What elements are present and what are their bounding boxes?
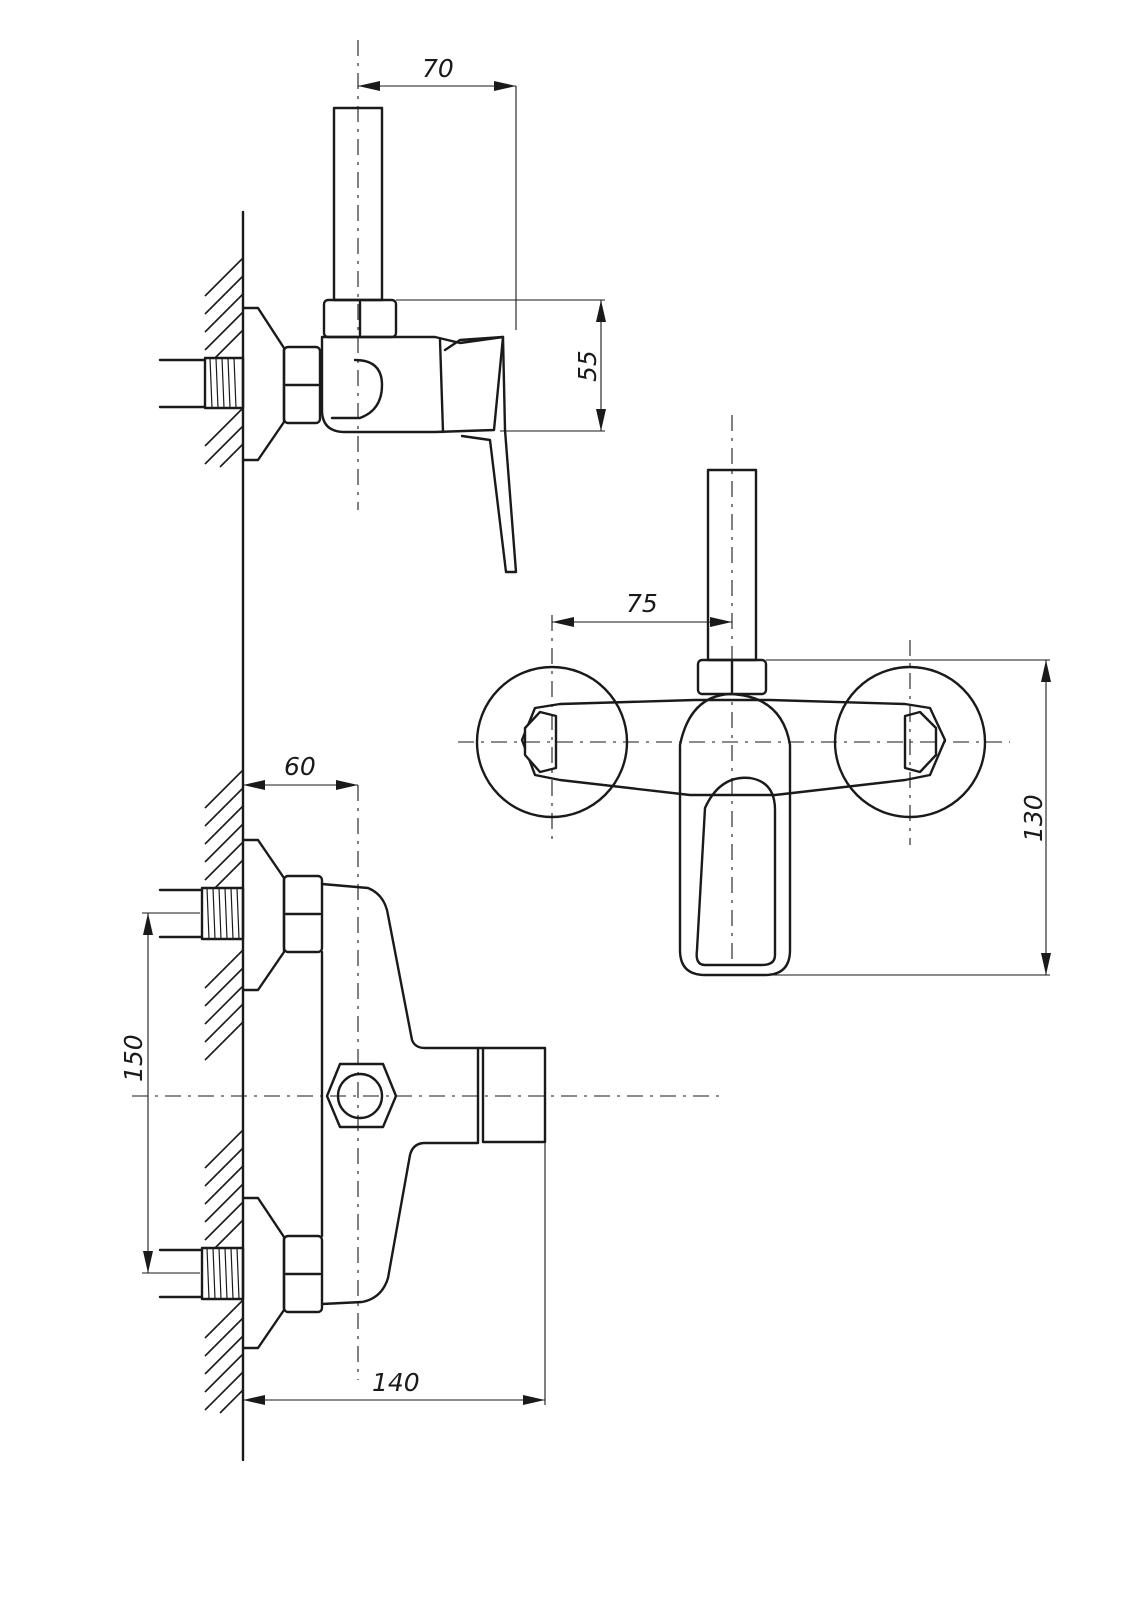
side-inlet-pipe	[158, 356, 245, 410]
side-upper-nut	[322, 298, 398, 339]
side-escutcheon	[241, 306, 286, 462]
front-shower-pipe	[706, 468, 758, 662]
dim-side-height: 55	[396, 299, 606, 432]
dim-bottom-depth-label: 60	[284, 752, 316, 781]
dim-side-spout-offset: 70	[358, 54, 517, 330]
wall-hatching-top	[204, 257, 244, 468]
dim-bottom-depth: 60	[243, 752, 358, 790]
dim-front-center-offset-label: 75	[626, 589, 658, 618]
side-lever-handle	[443, 335, 518, 574]
bottom-mixer-body	[320, 882, 480, 1306]
side-connector-nut	[282, 345, 322, 425]
dim-front-height-label: 130	[1019, 794, 1048, 842]
side-view	[158, 40, 518, 574]
dim-bottom-total-depth-label: 140	[372, 1368, 420, 1397]
dim-front-center-offset: 75	[552, 589, 732, 627]
dim-front-height: 130	[760, 659, 1051, 976]
front-view	[458, 415, 1010, 977]
dim-side-spout-offset-label: 70	[422, 54, 454, 83]
bottom-lower-inlet	[158, 1196, 324, 1350]
dim-bottom-spacing-label: 150	[119, 1034, 148, 1082]
wall-hatching-middle	[204, 769, 244, 1061]
front-lever-handle	[678, 692, 792, 977]
front-mixer-body	[520, 698, 947, 797]
dim-bottom-spacing: 150	[119, 912, 200, 1274]
dim-bottom-total-depth: 140	[243, 1143, 546, 1405]
bottom-outlet	[481, 1046, 547, 1144]
wall-hatching-bottom	[204, 1129, 244, 1414]
bottom-view	[132, 785, 725, 1380]
dim-side-height-label: 55	[573, 350, 602, 382]
bottom-upper-inlet	[158, 838, 324, 992]
